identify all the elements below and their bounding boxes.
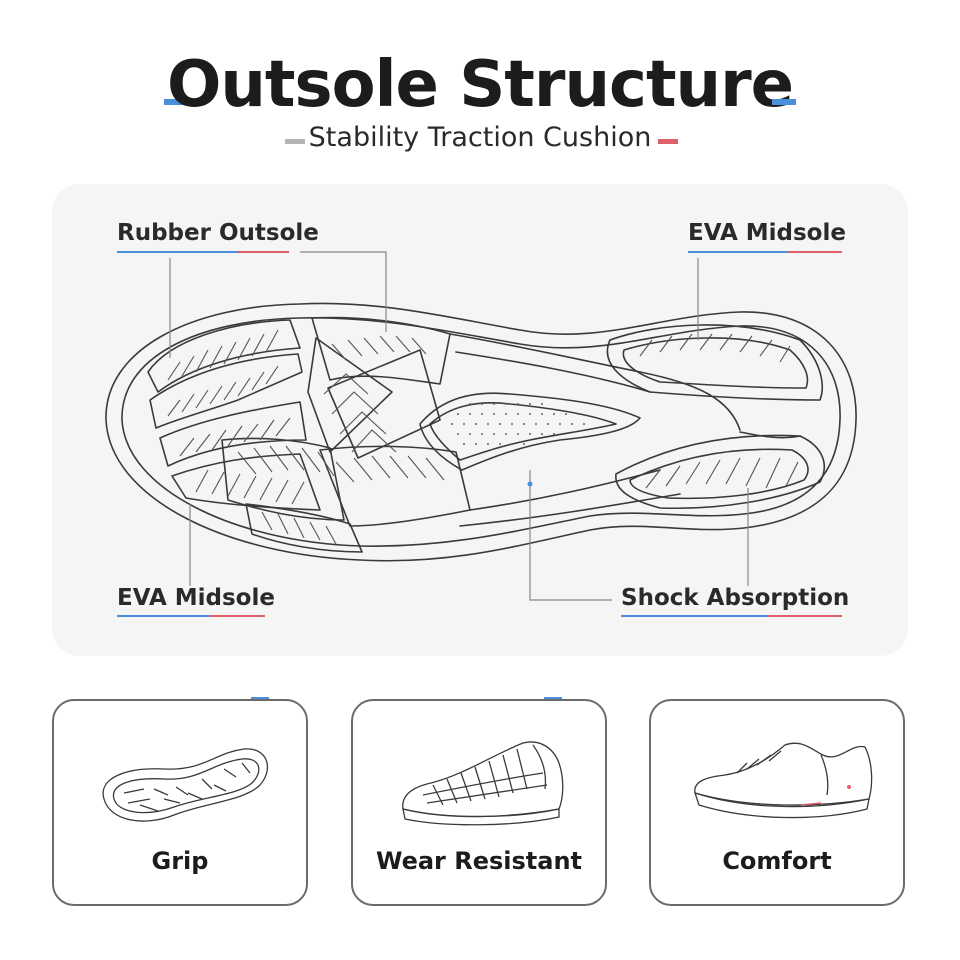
callout-underline-red: [788, 251, 842, 253]
callout-shock-absorption: Shock Absorption: [621, 585, 850, 611]
subtitle-dash-left: [285, 139, 305, 144]
feature-card-comfort: Comfort: [649, 699, 905, 906]
title-accent-right: [772, 99, 796, 105]
leader-dot: [527, 481, 533, 487]
callout-underline-red: [237, 251, 289, 253]
sole-outline: [105, 302, 857, 562]
comfort-accent-dot: [847, 785, 851, 789]
callout-underline-red: [209, 615, 265, 617]
running-shoe-icon: [693, 742, 873, 819]
arch-mesh-panel: [419, 392, 641, 471]
outsole-icon: [102, 748, 269, 822]
feature-label-grip: Grip: [151, 847, 209, 875]
subtitle-dash-right: [658, 139, 678, 144]
leader-shock-absorption: [529, 470, 612, 601]
page-title: Outsole Structure: [166, 48, 794, 122]
title-block: Outsole Structure: [0, 48, 960, 122]
callout-underline-blue: [621, 615, 767, 617]
sole-inner-outline: [121, 317, 841, 547]
callout-underline-red: [767, 615, 842, 617]
page-subtitle: Stability Traction Cushion: [308, 122, 652, 153]
callout-underline-blue: [117, 251, 237, 253]
callout-rubber-outsole: Rubber Outsole: [117, 220, 319, 246]
subtitle-block: Stability Traction Cushion: [0, 122, 960, 153]
feature-label-comfort: Comfort: [722, 847, 832, 875]
callout-eva-midsole-top: EVA Midsole: [688, 220, 846, 246]
title-accent-left: [164, 99, 188, 105]
feature-label-wear-resistant: Wear Resistant: [375, 847, 583, 875]
callout-underline-blue: [117, 615, 209, 617]
feature-card-grip: Grip: [52, 699, 308, 906]
feature-card-wear-resistant: Wear Resistant: [351, 699, 607, 906]
callout-eva-midsole-bottom: EVA Midsole: [117, 585, 275, 611]
leader-rubber-outsole-b: [300, 251, 387, 332]
diagram-panel: [52, 184, 908, 656]
callout-underline-blue: [688, 251, 788, 253]
knit-shoe-icon: [402, 741, 564, 826]
